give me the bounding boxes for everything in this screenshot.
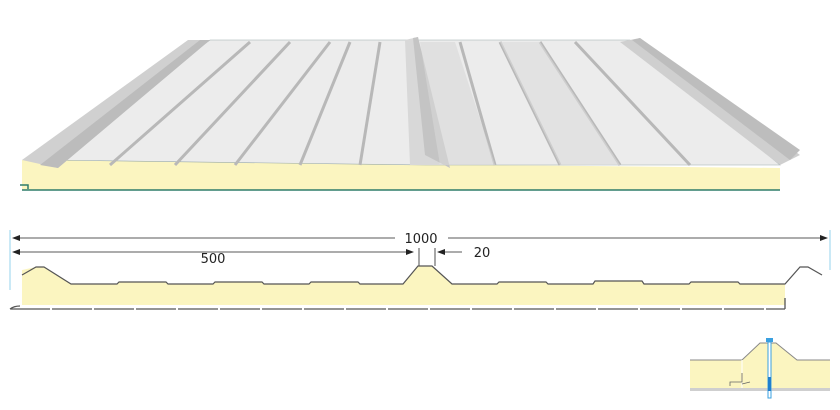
section-foam bbox=[22, 266, 785, 305]
panel-3d-view bbox=[20, 37, 800, 191]
section-top-sheet bbox=[21, 265, 823, 285]
joint-detail bbox=[690, 338, 830, 399]
dimension-lines bbox=[9, 230, 831, 290]
dimension-total-width: 1000 bbox=[404, 232, 437, 247]
screw-fastener-icon bbox=[766, 338, 773, 399]
section-bottom-sheet bbox=[9, 298, 786, 310]
panel-foam-front bbox=[22, 160, 780, 190]
dimension-rib-width: 20 bbox=[474, 246, 491, 261]
dimension-half-width: 500 bbox=[201, 252, 226, 267]
panel-cross-section bbox=[9, 265, 823, 310]
